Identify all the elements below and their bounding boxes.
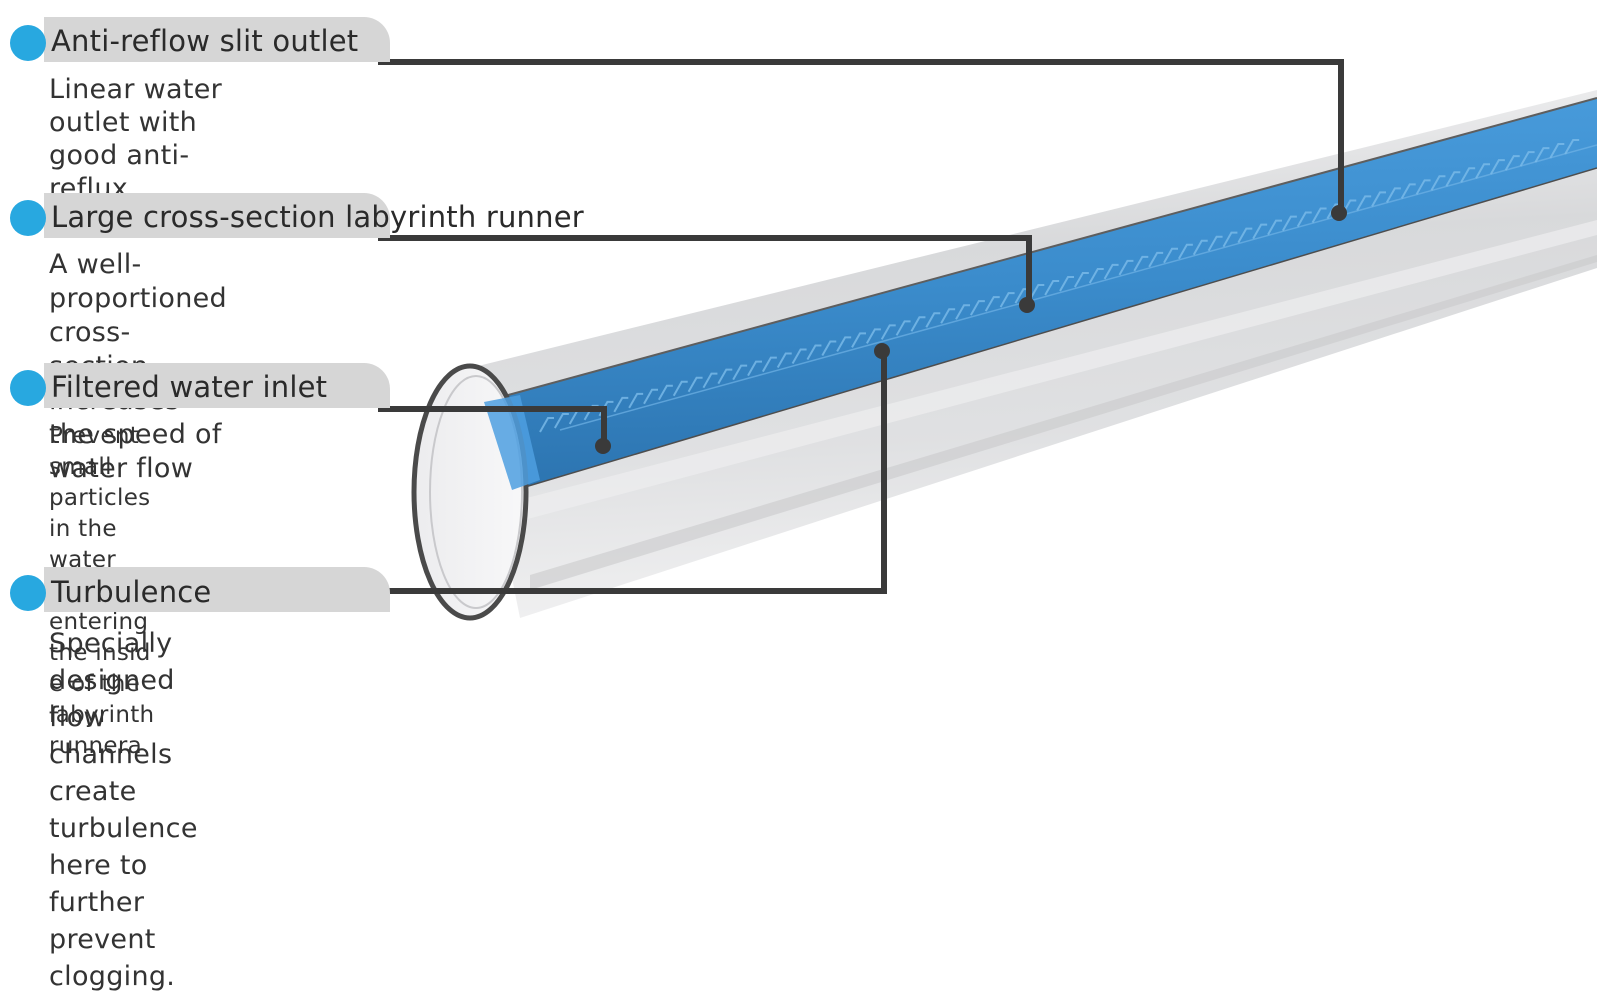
channel-tooth [1252,223,1268,240]
channel-tooth [865,328,881,344]
channel-tooth [717,368,733,385]
channel-tooth [1489,159,1505,175]
channel-tooth [1445,171,1461,187]
channel-tooth [1371,191,1386,207]
channel-tooth [1415,179,1431,195]
channel-tooth [1163,247,1178,264]
leader-line-inlet [378,406,607,445]
channel-tooth [1133,255,1149,272]
channel-tooth [1118,259,1134,276]
channel-tooth [776,352,792,369]
channel-tooth [1073,271,1089,288]
anchor-dot-turbulence [874,343,890,359]
channel-tooth [613,396,629,413]
channel-tooth [1385,187,1401,203]
channel-tooth [1044,280,1060,296]
channel-tooth [984,296,1000,312]
feature-title-tab [44,363,390,408]
leader-lines [378,59,1344,594]
leader-line-anti-reflow [378,59,1344,212]
channel-tooth [1281,215,1297,232]
channel-tooth [1207,235,1223,252]
channel-tooth [1564,139,1580,155]
feature-title-tab [44,17,390,62]
feature-title: Anti-reflow slit outlet [51,24,359,58]
anchor-dot-labyrinth [1019,297,1035,313]
channel-tooth [836,336,852,352]
feature-description: Specially designed flow channels create … [49,628,198,992]
channel-tooth [1148,251,1164,268]
channel-tooth [1519,151,1535,167]
channel-tooth [1534,147,1550,163]
feature-title: Large cross-section labyrinth runner [51,200,584,234]
channel-tooth [851,332,866,348]
channel-tooth [1296,211,1312,228]
channel-tooth [1267,219,1282,236]
labyrinth-channel [489,97,1597,491]
channel-tooth [1400,183,1416,199]
bullet-dot-icon [10,200,46,236]
channel-tooth [1430,175,1446,191]
channel-tooth [1460,167,1476,183]
bullet-dot-icon [10,575,46,611]
channel-tooth [553,412,569,429]
channel-tooth [1356,195,1372,211]
pipe-opening [411,363,540,621]
feature-description: Prevent small particles in the water fro… [49,423,155,759]
channel-tooth [761,356,777,373]
channel-tooth [643,388,658,405]
channel-tooth [1103,263,1119,280]
channel-tooth [821,340,837,356]
anchor-dot-inlet [595,438,611,454]
channel-tooth [955,304,970,320]
channel-tooth [539,417,554,433]
channel-tooth [583,404,599,421]
channel-tooth [1029,284,1045,300]
channel-tooth [880,324,896,340]
leader-line-labyrinth [378,235,1032,304]
channel-tooth [910,316,926,332]
channel-tooth [1177,243,1193,260]
channel-tooth [747,360,762,377]
channel-tooth [1549,143,1565,159]
feature-title-tab [44,193,390,238]
leader-line-turbulence [378,351,887,594]
channel-tooth [791,348,807,365]
channel-tooth [925,312,941,328]
channel-tooth [1475,163,1490,179]
channel-tooth [1311,207,1327,224]
drip-tape-pipe-illustration [378,59,1597,621]
channel-tooth [1237,227,1253,244]
channel-tooth [1504,155,1520,171]
channel-tooth [702,372,718,389]
bullet-dot-icon [10,25,46,61]
channel-tooth [672,380,688,397]
feature-title: Turbulence [51,575,212,609]
channel-tooth [969,300,985,316]
channel-tooth [732,364,748,381]
channel-tooth [1222,231,1238,248]
channel-tooth [940,308,956,324]
anchor-dot-anti-reflow [1331,205,1347,221]
channel-tooth [999,292,1015,308]
bullet-dot-icon [10,370,46,406]
diagram: Anti-reflow slit outlet Linear water out… [10,17,1597,992]
channel-tooth [657,384,673,401]
channel-tooth [895,320,911,336]
channel-tooth [628,392,644,409]
feature-title: Filtered water inlet [51,370,328,404]
channel-tooth [1192,239,1208,256]
channel-tooth [1088,267,1104,284]
channel-tooth [687,376,703,393]
channel-tooth [1059,276,1074,292]
feature-title-tab [44,567,390,612]
channel-tooth [806,344,822,360]
